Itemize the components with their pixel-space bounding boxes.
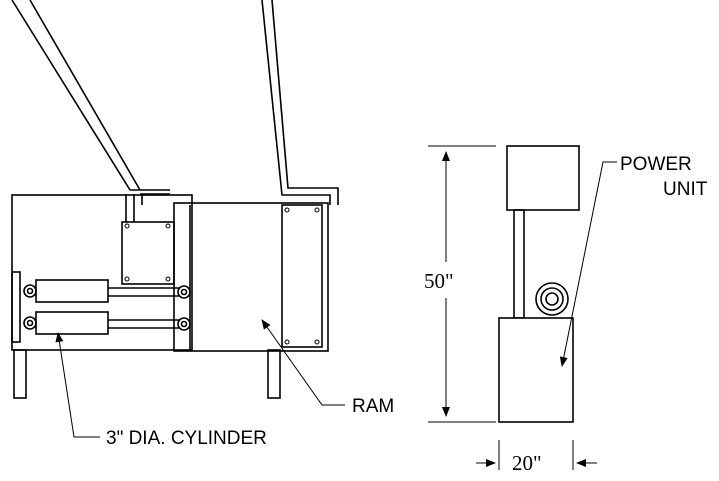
cylinder-label: 3" DIA. CYLINDER	[106, 428, 267, 449]
pump-fitting	[535, 282, 569, 316]
ram-leader	[261, 319, 345, 406]
side-view	[11, 0, 345, 438]
power-unit-label-line1: POWER	[620, 154, 692, 175]
power-unit-motor-box	[506, 145, 580, 211]
width-dimension-value: 20"	[512, 451, 542, 475]
hydraulic-cylinders	[11, 271, 191, 343]
front-view	[428, 145, 617, 470]
ram-label: RAM	[352, 396, 394, 417]
hopper-chute	[11, 0, 339, 205]
control-box	[121, 194, 175, 285]
power-unit-leader	[559, 161, 617, 367]
height-dimension	[428, 145, 496, 423]
width-dimension	[476, 440, 597, 470]
ram-panel	[281, 204, 323, 348]
power-unit-column	[513, 209, 525, 319]
cylinder-leader	[55, 332, 100, 438]
power-unit-tank	[498, 317, 574, 423]
height-dimension-value: 50"	[424, 269, 454, 293]
machine-legs	[13, 349, 281, 399]
power-unit-label-line2: UNIT	[663, 179, 708, 200]
